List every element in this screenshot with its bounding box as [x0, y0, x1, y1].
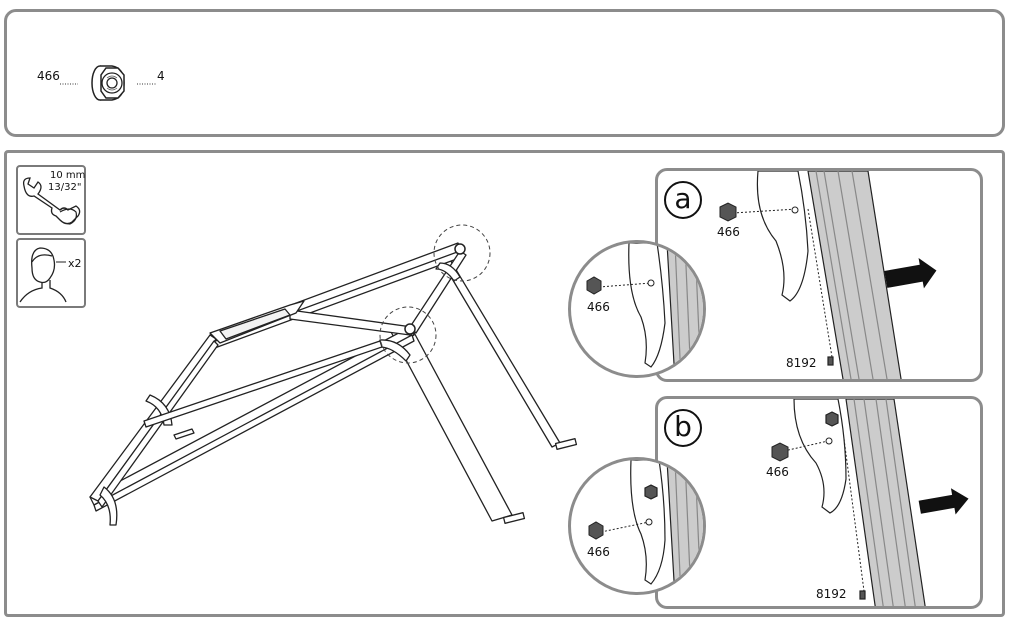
wrench-tool-box	[16, 165, 86, 235]
detail-a-illustration	[719, 171, 937, 379]
detail-a-nut-label: 466	[717, 225, 740, 239]
detail-a-badge: a	[664, 181, 702, 219]
wrench-size-in: 13/32"	[48, 182, 82, 193]
qty-leader-dots	[137, 83, 157, 85]
detail-a-box: a 466 8192	[655, 168, 983, 382]
detail-b-nut-label: 466	[766, 465, 789, 479]
detail-b-badge: b	[664, 409, 702, 447]
gazebo-frame-illustration	[89, 224, 578, 526]
part-number: 466	[37, 69, 60, 83]
part-leader-dots	[60, 83, 78, 85]
zoom-b-illustration	[588, 460, 703, 592]
zoom-a-illustration	[586, 243, 703, 375]
detail-b-profile-label: 8192	[816, 587, 847, 601]
detail-a-profile-label: 8192	[786, 356, 817, 370]
zoom-circle-a: 466	[568, 240, 706, 378]
persons-count: x2	[68, 257, 82, 270]
detail-b-illustration	[771, 399, 969, 606]
zoom-a-nut-label: 466	[587, 300, 610, 314]
person-icon	[19, 247, 67, 303]
part-quantity: 4	[157, 69, 165, 83]
zoom-circle-b: 466	[568, 457, 706, 595]
wrench-size-mm: 10 mm	[50, 170, 86, 181]
detail-b-box: b 466 8192	[655, 396, 983, 609]
nut-icon	[91, 65, 125, 101]
zoom-b-nut-label: 466	[587, 545, 610, 559]
parts-panel	[4, 9, 1005, 137]
wrench-icon	[22, 177, 81, 225]
